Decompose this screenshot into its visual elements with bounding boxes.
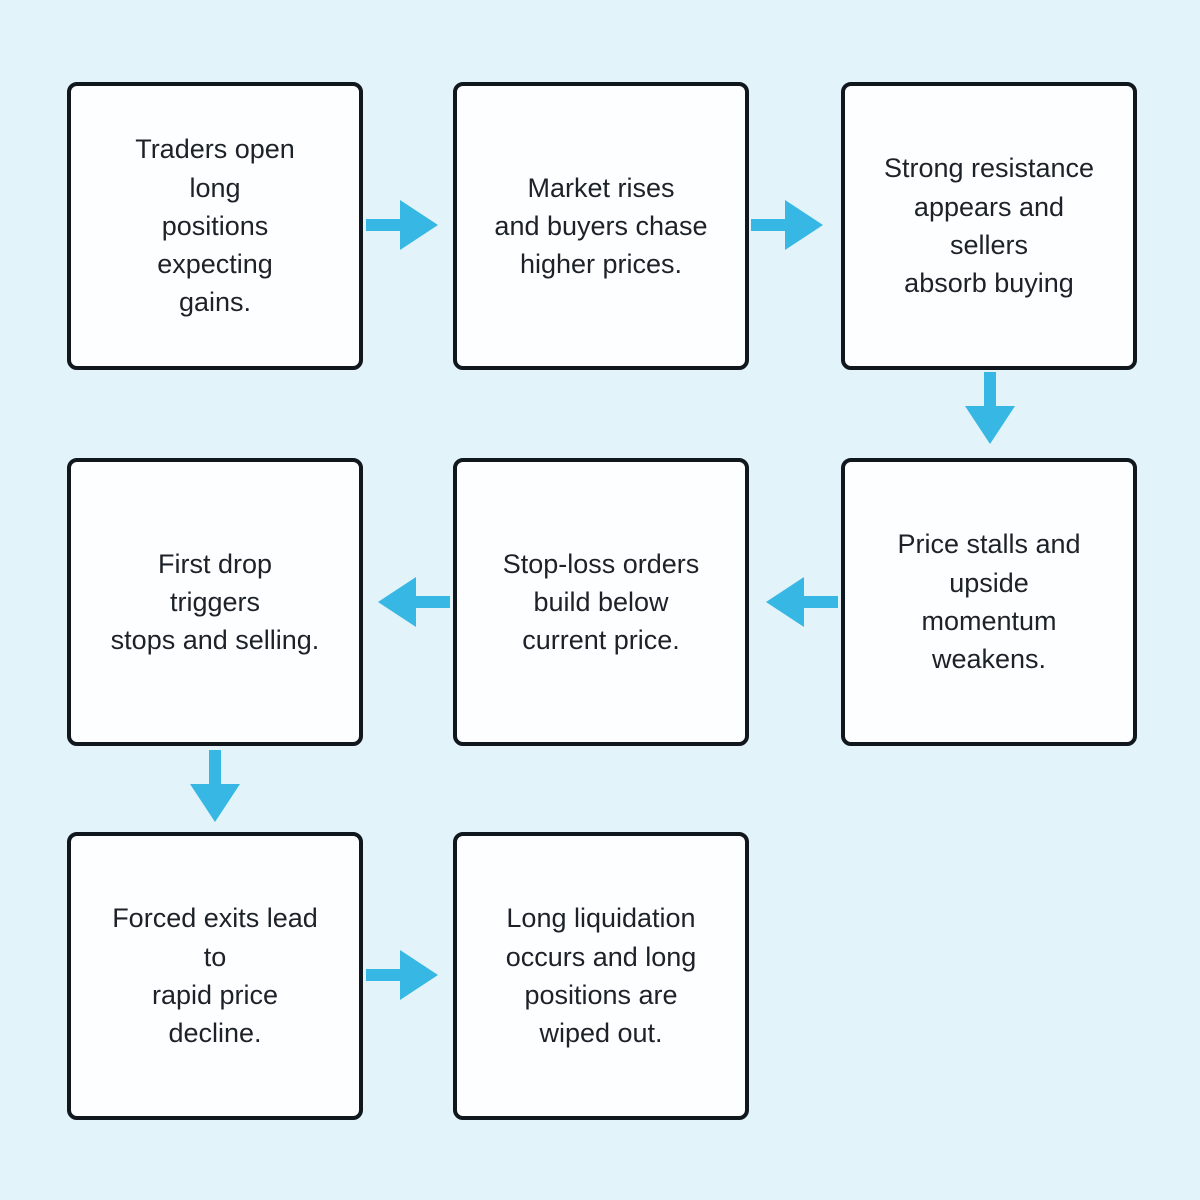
flow-node-long-liquidation: Long liquidation occurs and long positio… bbox=[453, 832, 749, 1120]
arrow-down-icon bbox=[190, 750, 240, 822]
flow-node-stop-loss-orders: Stop-loss orders build below current pri… bbox=[453, 458, 749, 746]
flow-node-market-rises: Market rises and buyers chase higher pri… bbox=[453, 82, 749, 370]
flow-node-traders-open-longs: Traders open long positions expecting ga… bbox=[67, 82, 363, 370]
arrow-right-icon bbox=[751, 200, 823, 250]
flow-node-price-stalls: Price stalls and upside momentum weakens… bbox=[841, 458, 1137, 746]
arrow-left-icon bbox=[766, 577, 838, 627]
flow-node-text: Market rises and buyers chase higher pri… bbox=[494, 172, 708, 280]
flow-node-text: Stop-loss orders build below current pri… bbox=[502, 548, 700, 656]
flow-node-text: Traders open long positions expecting ga… bbox=[135, 134, 295, 318]
flow-node-text: First drop triggers stops and selling. bbox=[110, 548, 320, 656]
arrow-right-icon bbox=[366, 950, 438, 1000]
arrow-down-icon bbox=[965, 372, 1015, 444]
arrow-left-icon bbox=[378, 577, 450, 627]
flow-node-text: Forced exits lead to rapid price decline… bbox=[112, 903, 318, 1049]
flow-node-text: Strong resistance appears and sellers ab… bbox=[883, 153, 1095, 299]
flow-node-text: Price stalls and upside momentum weakens… bbox=[897, 529, 1081, 675]
arrow-right-icon bbox=[366, 200, 438, 250]
flow-node-forced-exits: Forced exits lead to rapid price decline… bbox=[67, 832, 363, 1120]
flow-node-first-drop: First drop triggers stops and selling. bbox=[67, 458, 363, 746]
flow-node-strong-resistance: Strong resistance appears and sellers ab… bbox=[841, 82, 1137, 370]
flow-node-text: Long liquidation occurs and long positio… bbox=[505, 903, 697, 1049]
